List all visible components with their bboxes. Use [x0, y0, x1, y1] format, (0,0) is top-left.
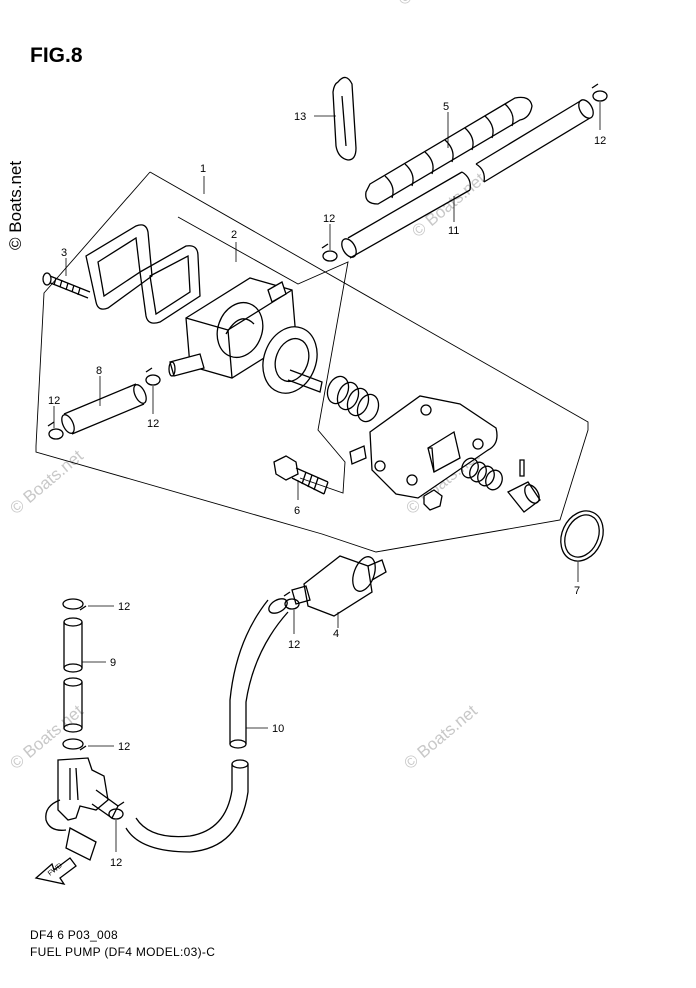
fwd-arrow-icon: FWD [34, 857, 77, 885]
part-9-hose [63, 617, 83, 733]
watermark-mid-left: © Boats.net [6, 446, 87, 518]
callout-3: 3 [61, 247, 67, 259]
hose-clamp-left [47, 421, 64, 440]
callout-12-top-right: 12 [594, 135, 606, 147]
callout-1: 1 [200, 163, 206, 175]
hose-clamp-bottom-9 [62, 738, 87, 751]
pump-nut [423, 489, 443, 511]
part-5-spiral-hose [365, 96, 533, 205]
hose-clamp-upper-mid [321, 243, 338, 262]
callout-7: 7 [574, 585, 580, 597]
part-13-clip [332, 76, 357, 161]
pump-diaphragm [262, 326, 323, 394]
callout-6: 6 [294, 505, 300, 517]
pump-subassembly-frame [177, 216, 349, 494]
callout-9: 9 [110, 657, 116, 669]
callout-12-top-9: 12 [118, 601, 130, 613]
callout-5: 5 [443, 101, 449, 113]
part-8-short-hose [61, 383, 147, 435]
callout-12-filter: 12 [288, 639, 300, 651]
hose-clamp-cock [108, 801, 125, 820]
part-7-o-ring [560, 510, 604, 562]
callout-12-hose-8: 12 [147, 418, 159, 430]
callout-12-bottom-9: 12 [118, 741, 130, 753]
drawing-code: DF4 6 P03_008 [30, 928, 118, 942]
part-10-fuel-hose [125, 598, 289, 853]
callout-13: 13 [294, 111, 306, 123]
callout-2: 2 [231, 229, 237, 241]
pump-gasket-outer [85, 224, 153, 310]
pump-pin [519, 459, 525, 477]
pump-diaphragm-plate [139, 245, 201, 324]
pump-cover [349, 395, 498, 499]
hose-clamp-upper-right [591, 83, 608, 102]
figure-title: FIG.8 [30, 44, 83, 67]
callout-11: 11 [448, 225, 459, 237]
figure-caption: FUEL PUMP (DF4 MODEL:03)-C [30, 945, 216, 959]
part-11-long-hose [341, 99, 594, 259]
part-6-bolt [273, 455, 329, 495]
callout-8: 8 [96, 365, 102, 377]
watermark-bottom-right: © Boats.net [400, 701, 481, 773]
hose-clamp-right-of-8 [145, 367, 161, 386]
callout-4: 4 [333, 628, 339, 640]
pump-spring-small [461, 457, 503, 491]
fuel-cock [45, 757, 119, 861]
callout-10: 10 [272, 723, 284, 735]
pump-spring-large [326, 375, 380, 423]
callout-12-upper-mid: 12 [323, 213, 335, 225]
pump-cap [506, 481, 541, 513]
hose-clamp-filter [283, 591, 300, 610]
callout-12-left: 12 [48, 395, 60, 407]
callout-12-cock: 12 [110, 857, 122, 869]
hose-clamp-top-9 [62, 598, 87, 611]
watermark-top-right: © Boats.net [394, 0, 475, 9]
assembly-frame [35, 171, 589, 553]
part-3-screw [42, 272, 91, 299]
part-4-fuel-filter [291, 555, 387, 617]
